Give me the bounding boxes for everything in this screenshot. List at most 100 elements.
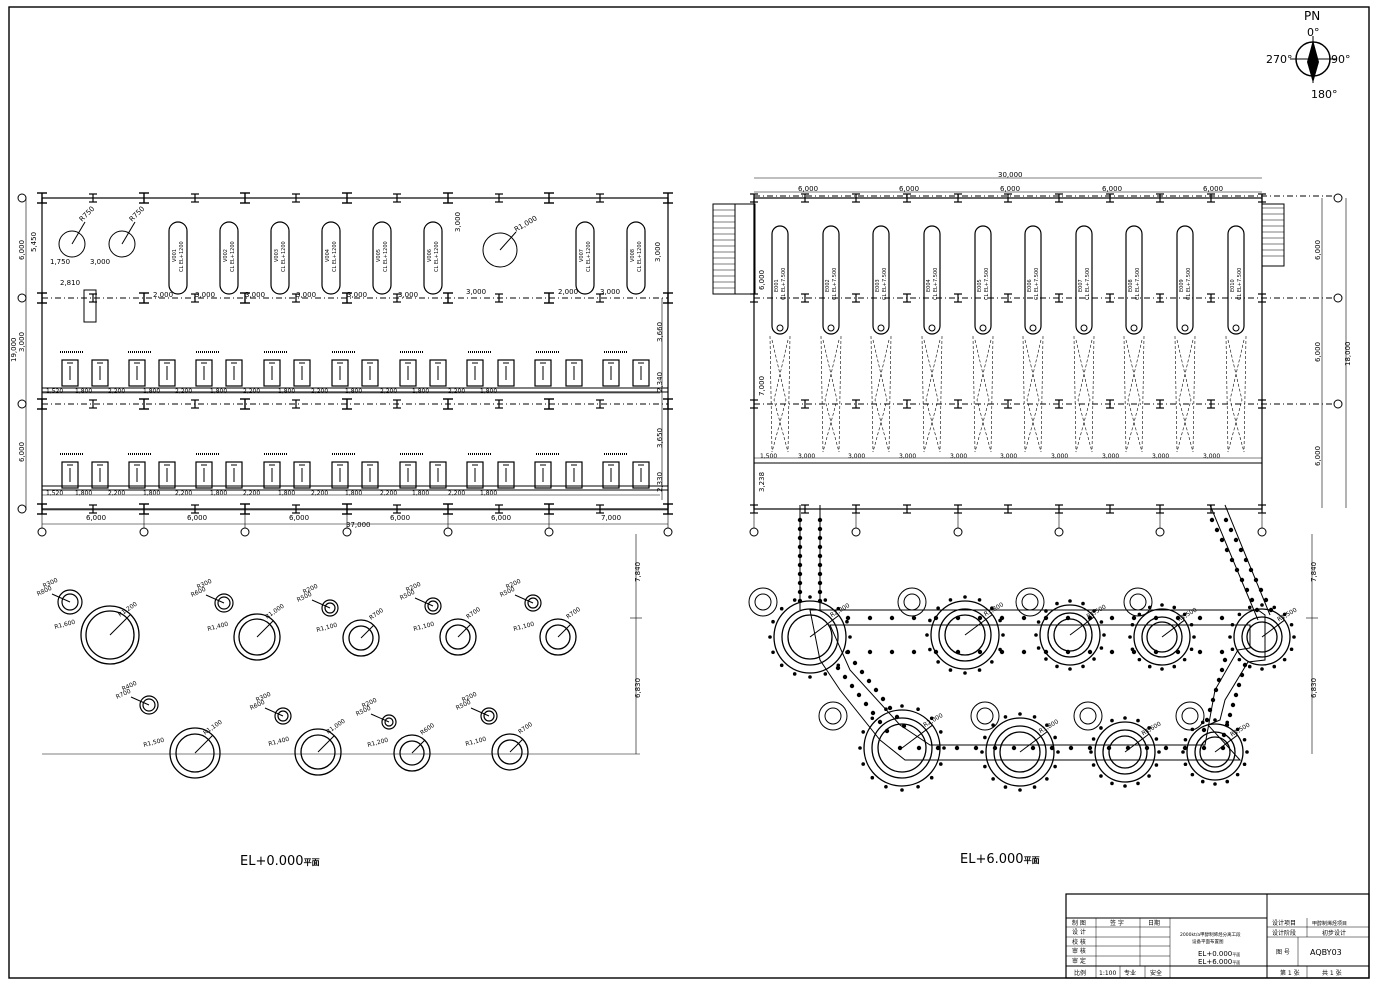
plan-right-title: EL+6.000平面 <box>960 852 1040 867</box>
reactor-2 <box>233 613 281 661</box>
right-dim-6: 3,000 <box>454 212 462 232</box>
access-ladder-right <box>1209 504 1271 621</box>
exchanger-tag-1: E001 <box>774 279 780 292</box>
tb-num-value: AQBY03 <box>1310 948 1342 957</box>
vessel-el-4: CL EL+1200 <box>332 241 338 272</box>
exchanger-el-4: CL EL+7.500 <box>933 268 939 300</box>
row-dim-b-13: 2,200 <box>448 490 465 497</box>
circle-label-8-d: R1,200 <box>367 737 390 749</box>
vessel-tag-2: V002 <box>223 249 229 262</box>
platform-reactor-7 <box>999 731 1041 773</box>
circle-label-8-c: R600 <box>419 722 436 737</box>
small-vessel-3 <box>324 602 336 614</box>
axis-bubble-right-5 <box>1155 527 1165 537</box>
tank-radius-3: R1,000 <box>513 214 539 233</box>
axis-bubble-right-6 <box>1257 527 1267 537</box>
pump-b-3 <box>128 461 146 489</box>
platform-reactor-1 <box>773 600 847 674</box>
circle-label-6-c: R1,100 <box>202 719 224 737</box>
right-right-dim-3: 6,000 <box>1314 446 1322 466</box>
pump-a-2 <box>91 359 109 387</box>
axis-bubbles <box>17 193 673 537</box>
pump-b-1 <box>61 461 79 489</box>
platform-radius-4: R1,500 <box>1176 607 1198 624</box>
axis-bubble-right-2 <box>851 527 861 537</box>
exchanger-tag-3: E003 <box>875 279 881 292</box>
section-dim-1: 7,840 <box>634 562 642 582</box>
platform-radius-8: R1,600 <box>1141 720 1163 737</box>
pump-a-1 <box>61 359 79 387</box>
exchanger-9 <box>1176 225 1194 335</box>
tb-spec-value: 安全 <box>1150 969 1162 977</box>
circle-label-5-d: R1,100 <box>513 621 536 633</box>
ex-dim-8: 3,000 <box>1102 453 1119 460</box>
pump-b-10 <box>361 461 379 489</box>
circle-label-4-c: R700 <box>465 606 482 621</box>
plan-left-outline <box>41 197 669 510</box>
right-left-dim-2: 7,000 <box>758 376 766 396</box>
pump-a-8 <box>293 359 311 387</box>
right-top-dim-4: 6,000 <box>1102 185 1122 193</box>
ex-dim-6: 3,000 <box>1000 453 1017 460</box>
exchanger-el-1: CL EL+7.500 <box>781 268 787 300</box>
tb-scale-label: 比例 <box>1074 969 1086 977</box>
exchanger-10 <box>1227 225 1245 335</box>
right-top-dim-2: 6,000 <box>899 185 919 193</box>
row-dim-a-1: 1,520 <box>46 388 63 395</box>
row-dim-b-6: 1,800 <box>210 490 227 497</box>
north-label: PN <box>1304 9 1320 23</box>
small-vessel-1 <box>57 589 83 615</box>
vessel-el-7: CL EL+1200 <box>586 241 592 272</box>
platform-reactor-1 <box>781 608 839 666</box>
platform-reactor-8 <box>1102 729 1148 775</box>
pump-b-9 <box>331 461 349 489</box>
platform-radius-3: R1,500 <box>1086 603 1108 620</box>
top-dim-6: 3,000 <box>245 291 265 299</box>
reactor-8 <box>393 734 431 772</box>
sheet-border <box>8 6 1370 979</box>
circle-label-3-d: R1,100 <box>316 622 339 634</box>
pump-b-2 <box>91 461 109 489</box>
top-dim-8: 3,000 <box>347 291 367 299</box>
tank-round-2 <box>108 230 136 258</box>
tb-row-4: 审 核 <box>1072 947 1086 955</box>
tb-proj-label: 设计项目 <box>1272 919 1296 927</box>
stair-left <box>712 203 756 295</box>
vessel-2 <box>219 221 239 295</box>
exchanger-2 <box>822 225 840 335</box>
bay-dim-4: 6,000 <box>390 514 410 522</box>
exchanger-el-7: CL EL+7.500 <box>1085 268 1091 300</box>
platform-reactor-1 <box>787 614 833 660</box>
reactor-4 <box>445 624 471 650</box>
right-left-dim-3: 3,238 <box>758 472 766 492</box>
tank-radius-1: R750 <box>78 205 97 224</box>
tb-row-5: 审 定 <box>1072 957 1086 965</box>
pump-a-9 <box>331 359 349 387</box>
platform-vessel-6 <box>818 701 848 731</box>
vessel-8 <box>626 221 646 295</box>
top-dim-10: 2,000 <box>558 288 578 296</box>
platform-reactor-4 <box>1133 608 1191 666</box>
small-vessel-8 <box>384 717 394 727</box>
bay-dim-3: 6,000 <box>289 514 309 522</box>
row-dim-b-9: 2,200 <box>311 490 328 497</box>
exchanger-tag-8: E008 <box>1128 279 1134 292</box>
exchanger-el-6: CL EL+7.500 <box>1034 268 1040 300</box>
pump-a-3 <box>128 359 146 387</box>
small-vessel-7 <box>274 707 292 725</box>
plan-right-outline <box>753 197 1263 510</box>
exchanger-tag-4: E004 <box>926 279 932 292</box>
tb-drawing-el-2: EL+6.000平面 <box>1198 958 1240 966</box>
pump-b-8 <box>293 461 311 489</box>
right-right-dim-2: 6,000 <box>1314 342 1322 362</box>
row-dim-a-11: 2,200 <box>380 388 397 395</box>
axis-bubbles-right <box>749 193 1343 537</box>
platform-reactor-3 <box>1039 604 1101 666</box>
reactor-6 <box>169 727 221 779</box>
pump-a-7 <box>263 359 281 387</box>
pump-b-11 <box>399 461 417 489</box>
small-vessel-6 <box>142 698 156 712</box>
